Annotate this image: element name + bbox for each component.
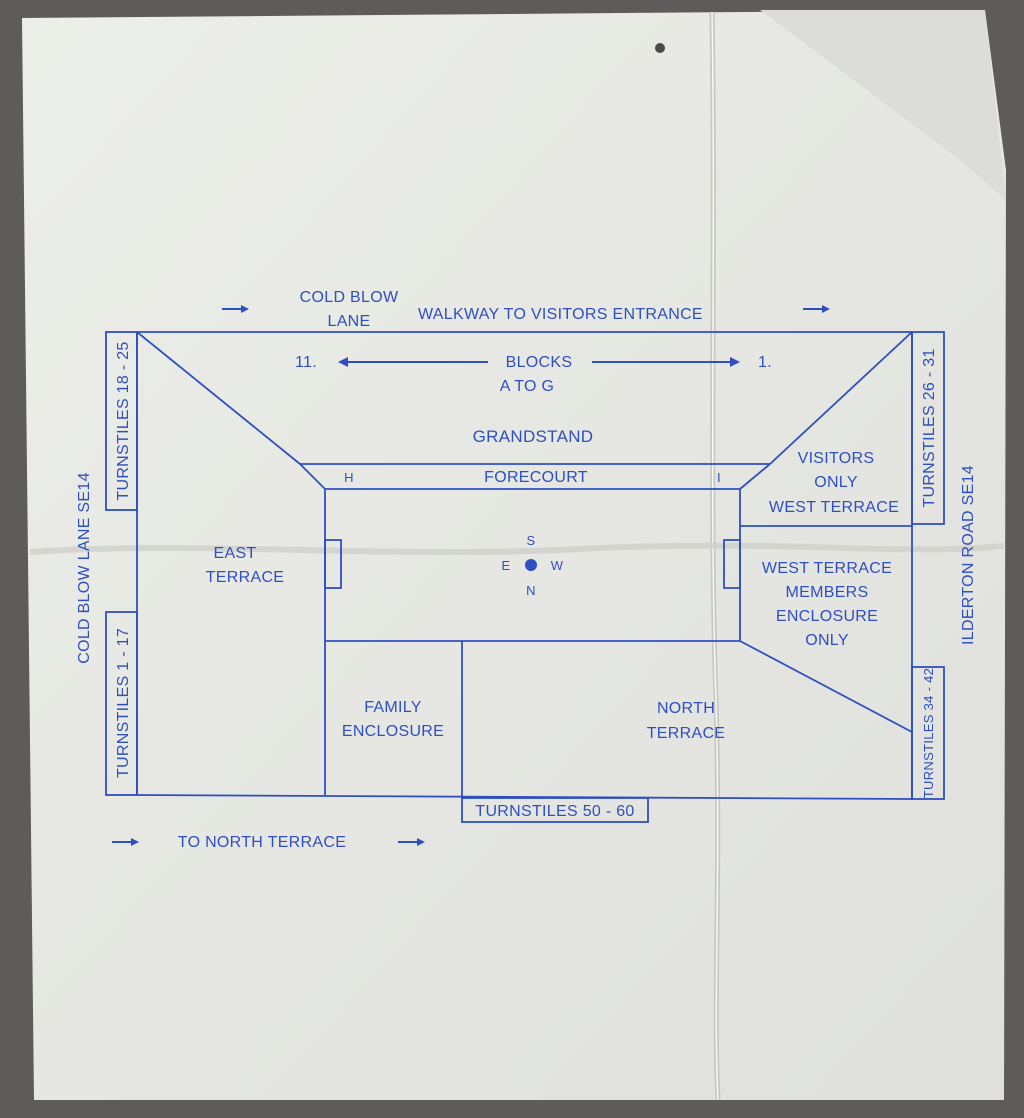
visitors-label: VISITORS — [798, 450, 875, 467]
to-north-terrace-label: TO NORTH TERRACE — [178, 834, 346, 851]
turnstiles-50-60-label: TURNSTILES 50 - 60 — [475, 803, 634, 820]
arrow-right-bottom-left-icon — [112, 838, 139, 846]
ilderton-road-label: ILDERTON ROAD SE14 — [960, 465, 977, 645]
folded-corner — [760, 10, 1006, 200]
enclosure-label: ENCLOSURE — [776, 608, 878, 625]
cold-blow-lane-road-label: COLD BLOW LANE SE14 — [76, 472, 93, 664]
terrace-label: TERRACE — [206, 569, 285, 586]
compass-center-icon — [525, 559, 537, 571]
walkway-label: WALKWAY TO VISITORS ENTRANCE — [418, 306, 703, 323]
horizontal-crease — [29, 542, 1005, 555]
compass-s: S — [527, 533, 536, 548]
arrow-left-blocks-icon — [338, 357, 488, 367]
turnstiles-1-17-label: TURNSTILES 1 - 17 — [115, 628, 132, 778]
turnstiles-18-25-label: TURNSTILES 18 - 25 — [115, 341, 132, 500]
arrow-right-blocks-icon — [592, 357, 740, 367]
compass-w: W — [551, 558, 564, 573]
forecourt-label: FORECOURT — [484, 469, 588, 486]
arrow-right-top-left-icon — [222, 305, 249, 313]
grandstand-label: GRANDSTAND — [473, 427, 594, 446]
arrow-right-bottom-right-icon — [398, 838, 425, 846]
members-label: MEMBERS — [786, 584, 869, 601]
map-lines — [105, 331, 945, 823]
cold-blow-label: COLD BLOW — [300, 289, 399, 306]
arrows — [112, 305, 830, 846]
block-11-label: 11. — [295, 354, 317, 371]
turnstiles-34-42-label: TURNSTILES 34 - 42 — [921, 668, 936, 798]
arrow-right-top-right-icon — [803, 305, 830, 313]
family-enclosure-label: ENCLOSURE — [342, 723, 444, 740]
forecourt-i-label: I — [717, 470, 721, 485]
compass-n: N — [526, 583, 536, 598]
punch-hole — [655, 43, 665, 53]
members-west-terrace-label: WEST TERRACE — [762, 560, 892, 577]
a-to-g-label: A TO G — [500, 378, 555, 395]
forecourt-h-label: H — [344, 470, 354, 485]
block-1-label: 1. — [758, 354, 772, 371]
east-label: EAST — [214, 545, 257, 562]
turnstiles-26-31-label: TURNSTILES 26 - 31 — [921, 348, 938, 507]
members-only-label: ONLY — [805, 632, 849, 649]
lane-label: LANE — [328, 313, 371, 330]
paper — [22, 10, 1006, 1100]
family-label: FAMILY — [364, 699, 422, 716]
only-label: ONLY — [814, 474, 858, 491]
north-label: NORTH — [657, 700, 715, 717]
west-terrace-label: WEST TERRACE — [769, 499, 899, 516]
north-terrace-label: TERRACE — [647, 725, 726, 742]
compass-e: E — [502, 558, 511, 573]
blocks-label: BLOCKS — [506, 354, 573, 371]
